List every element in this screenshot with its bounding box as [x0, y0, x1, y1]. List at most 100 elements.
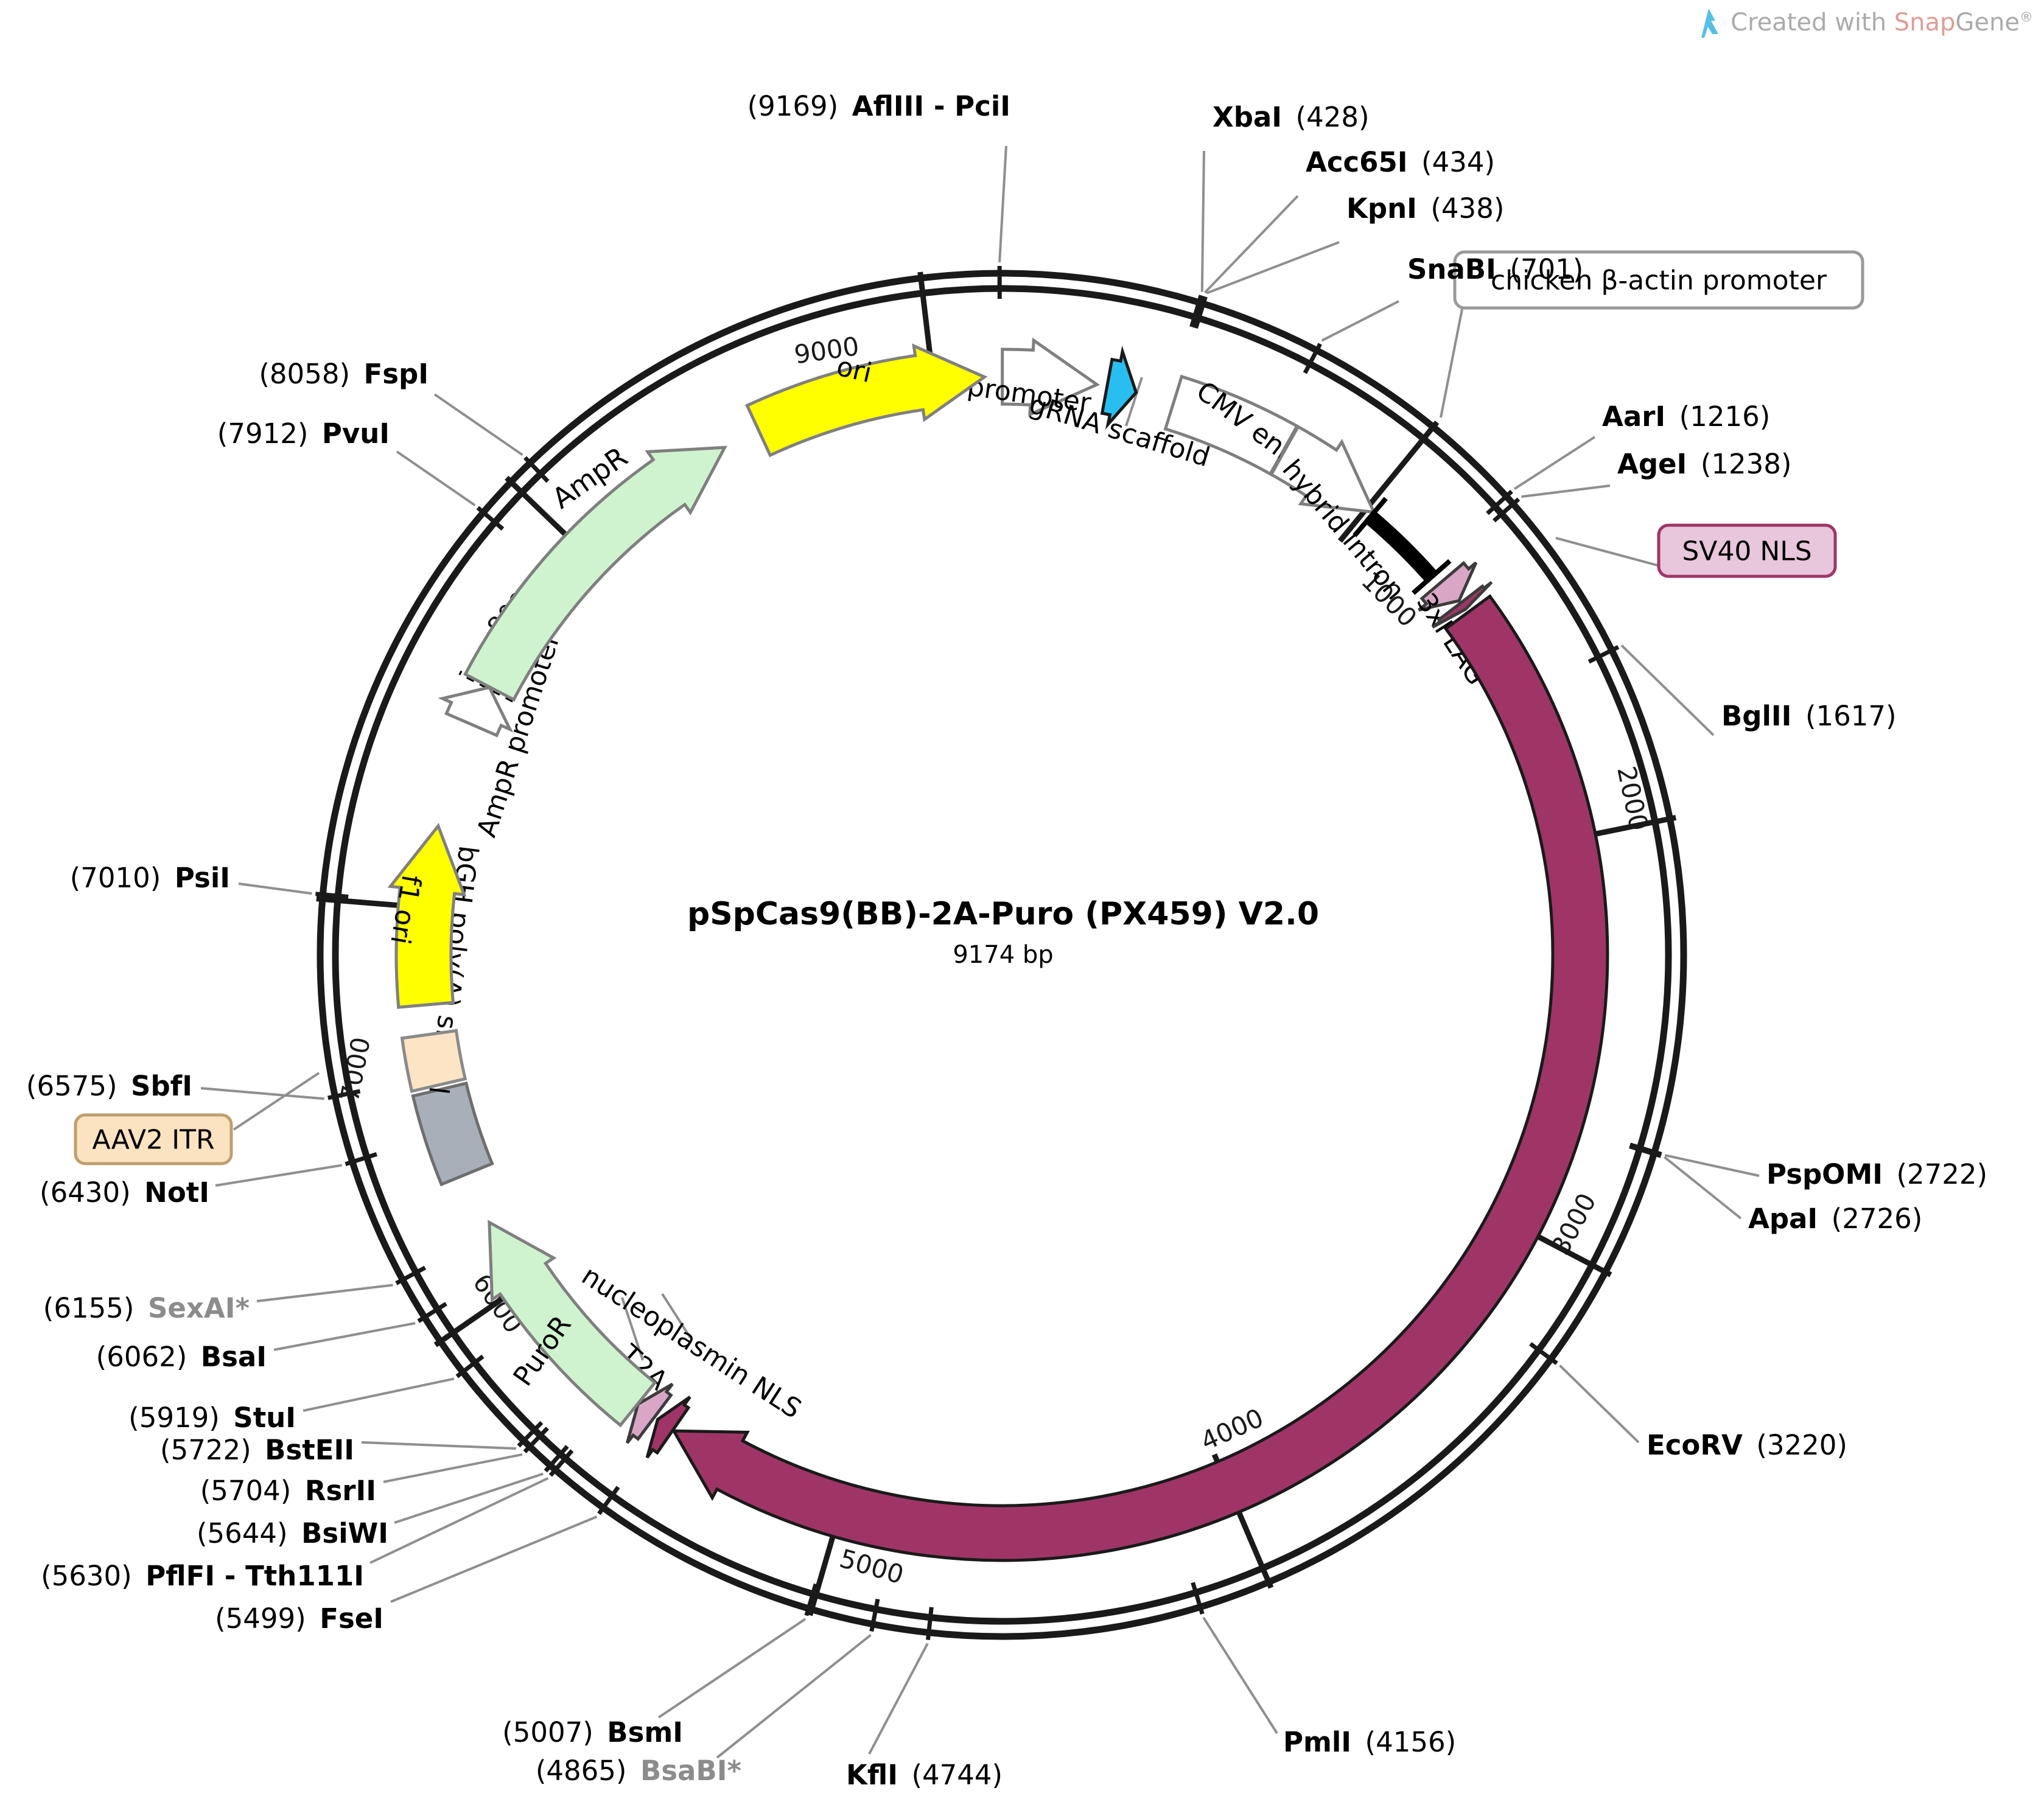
site-tick-rsrii [523, 1427, 549, 1454]
feature-arc-chicken-beta-actin-promoter [1269, 424, 1377, 514]
site-label-kfli: KflI (4744) [846, 1759, 1003, 1791]
feature-arc-ampr [463, 445, 727, 702]
site-leader-kfli [868, 1643, 929, 1755]
feature-arc-u6-promoter [1001, 337, 1101, 417]
feature-cap-hybrid-intron-0 [1353, 497, 1388, 537]
site-tick-noti [345, 1152, 377, 1167]
feature-leader-aav2-itr [233, 1072, 320, 1131]
site-leader-kpni [1206, 241, 1340, 295]
site-tick-snabi [1303, 343, 1322, 374]
site-label-apai: ApaI (2726) [1748, 1203, 1922, 1235]
site-tick-psii [315, 892, 349, 899]
feature-arc-grna-scaffold [1100, 345, 1138, 430]
feature-arc-puror [488, 1220, 657, 1428]
feature-arc-bgh-polya-signal [411, 1081, 494, 1187]
site-leader-noti [215, 1164, 343, 1187]
plasmid-backbone-ring-outer [317, 270, 1687, 1640]
site-label-stui: (5919) StuI [128, 1402, 296, 1434]
site-label-bsiwi: (5644) BsiWI [197, 1517, 388, 1549]
site-label-rsrii: (5704) RsrII [200, 1475, 376, 1507]
site-label-pvui: (7912) PvuI [217, 417, 390, 450]
site-leader-bsteii [361, 1441, 516, 1450]
feature-leader-nucleoplasmin-nls [661, 1293, 691, 1339]
site-label-fsei: (5499) FseI [215, 1602, 383, 1635]
feature-arc-f1-ori [387, 823, 467, 1009]
site-tick-kpni [1194, 296, 1208, 329]
site-tick-fspi [523, 456, 550, 483]
feature-boxed-label-aav2-itr: AAV2 ITR [92, 1124, 214, 1155]
feature-boxed-label-bg-chicken-beta-actin-promoter [1453, 250, 1864, 310]
site-tick-fsei [597, 1486, 620, 1515]
feature-arc-sv40-nls [1431, 581, 1493, 629]
site-label-kpni: KpnI (438) [1346, 192, 1504, 225]
feature-arc-cas9 [671, 594, 1609, 1562]
site-tick-bsabi [869, 1598, 880, 1632]
site-tick-xbai [1189, 295, 1203, 328]
site-tick-aari [1486, 489, 1513, 515]
feature-arc-ampr-promoter [438, 685, 514, 738]
site-tick-bsiwi [544, 1445, 569, 1473]
site-label-sbfi: (6575) SbfI [26, 1070, 192, 1102]
site-leader-xbai [1200, 150, 1205, 292]
feature-boxed-label-chicken-beta-actin-promoter: chicken β-actin promoter [1491, 265, 1827, 296]
site-leader-sbfi [200, 1087, 324, 1100]
site-tick-bsteii [517, 1420, 544, 1448]
feature-boxed-label-sv40-nls: SV40 NLS [1682, 536, 1811, 567]
site-label-fspi: (8058) FspI [259, 358, 429, 390]
plasmid-backbone-ring-inner [332, 285, 1672, 1625]
site-label-psii: (7010) PsiI [70, 862, 230, 894]
site-tick-bglii [1587, 645, 1620, 664]
feature-label-ori: ori [834, 351, 875, 389]
feature-boxed-label-bg-sv40-nls [1657, 523, 1837, 578]
watermark-brand-snap: Snap [1894, 9, 1956, 37]
site-leader-bsmi [657, 1618, 807, 1719]
site-leader-bsabi [716, 1633, 872, 1759]
tick-label-2000: 2000 [1611, 764, 1654, 834]
site-tick-pflfitth111i [548, 1449, 574, 1477]
watermark-prefix: Created with [1731, 9, 1894, 37]
tick-5000 [807, 1531, 837, 1616]
feature-arc-hybrid-intron [1365, 511, 1438, 582]
feature-arc-ori [745, 343, 988, 458]
tick-8000 [505, 475, 571, 540]
site-label-bsteii: (5722) BstEII [160, 1434, 354, 1466]
site-label-pflfitth111i: (5630) PflFI - Tth111I [41, 1560, 364, 1592]
feature-cap-hybrid-intron-1 [1412, 559, 1452, 595]
feature-boxed-label-bg-aav2-itr [74, 1113, 233, 1165]
plasmid-size: 9174 bp [953, 941, 1054, 969]
site-leader-psii [238, 882, 312, 895]
site-label-bsai: (6062) BsaI [96, 1341, 267, 1373]
feature-leader-grna-scaffold [1125, 377, 1143, 427]
site-label-sexai: (6155) SexAI* [43, 1292, 250, 1324]
tick-3000 [1533, 1232, 1612, 1277]
site-label-snabi: SnaBI (701) [1407, 253, 1583, 285]
site-leader-pvui [396, 450, 476, 506]
site-label-agei: AgeI (1238) [1617, 448, 1791, 480]
site-tick-bsai [417, 1302, 447, 1323]
site-leader-sexai [256, 1284, 393, 1302]
site-label-aari: AarI (1216) [1602, 400, 1770, 433]
feature-leader-chicken-beta-actin-promoter [1440, 309, 1463, 418]
watermark-registered-mark: ® [2020, 10, 2033, 26]
feature-arc-t2a [625, 1383, 674, 1444]
site-tick-agei [1493, 497, 1521, 523]
feature-leader-t2a [621, 1297, 644, 1361]
tick-2000 [1591, 814, 1677, 838]
site-tick-ecorv [1529, 1342, 1558, 1365]
site-leader-bglii [1620, 644, 1715, 736]
site-leader-fsei [390, 1515, 598, 1603]
site-leader-aari [1513, 436, 1596, 491]
site-label-ecorv: EcoRV (3220) [1647, 1429, 1847, 1461]
plasmid-name: pSpCas9(BB)-2A-Puro (PX459) V2.0 [687, 896, 1320, 932]
site-label-bsabi: (4865) BsaBI* [536, 1755, 741, 1787]
site-leader-bsai [273, 1322, 416, 1351]
site-label-pspomi: PspOMI (2722) [1766, 1158, 1987, 1190]
site-leader-acc65i [1203, 195, 1299, 294]
site-label-bsmi: (5007) BsmI [502, 1716, 683, 1748]
site-leader-pspomi [1664, 1154, 1760, 1177]
snapgene-watermark: Created with SnapGene® [1696, 6, 2033, 39]
feature-arc-3xflag [1418, 561, 1478, 612]
tick-6000 [433, 1293, 508, 1347]
